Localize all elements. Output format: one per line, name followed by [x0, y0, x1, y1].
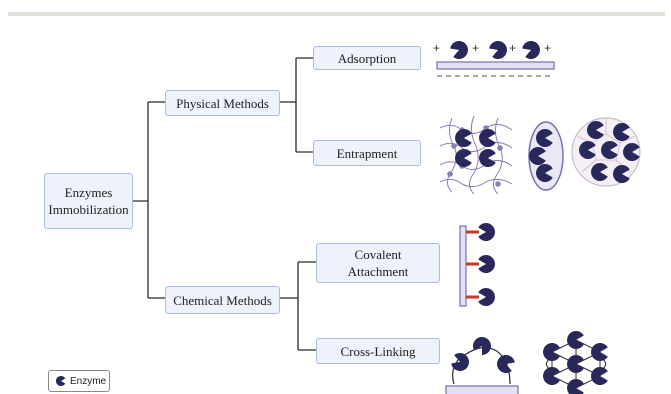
entrapment-lattice-enzymes	[455, 129, 496, 167]
svg-text:+: +	[509, 41, 516, 55]
node-covalent-attachment: Covalent Attachment	[316, 243, 440, 283]
node-enzymes-immobilization: Enzymes Immobilization	[44, 173, 133, 229]
entrapment-lattice	[439, 115, 513, 195]
node-adsorption: Adsorption	[313, 46, 421, 70]
enzyme-pacman-icon	[55, 376, 66, 386]
svg-text:+: +	[472, 41, 479, 55]
entrapment-fiber	[571, 117, 641, 187]
legend-label: Enzyme	[70, 375, 107, 387]
adsorption-charges: + + + +	[433, 41, 551, 55]
top-bar	[0, 0, 671, 22]
covalent-illustration	[459, 223, 495, 307]
node-physical-methods: Physical Methods	[165, 90, 280, 116]
node-cross-linking: Cross-Linking	[316, 338, 440, 364]
node-entrapment: Entrapment	[313, 140, 421, 166]
top-divider	[8, 12, 665, 16]
adsorption-illustration	[436, 38, 555, 77]
svg-text:+: +	[433, 41, 440, 55]
entrapment-capsule	[528, 121, 564, 191]
svg-text:+: +	[544, 41, 551, 55]
crosslinking-network	[543, 331, 608, 394]
connector-lines	[132, 57, 316, 351]
legend: Enzyme	[48, 370, 110, 392]
node-chemical-methods: Chemical Methods	[165, 286, 280, 314]
crosslinking-chain	[445, 333, 519, 394]
